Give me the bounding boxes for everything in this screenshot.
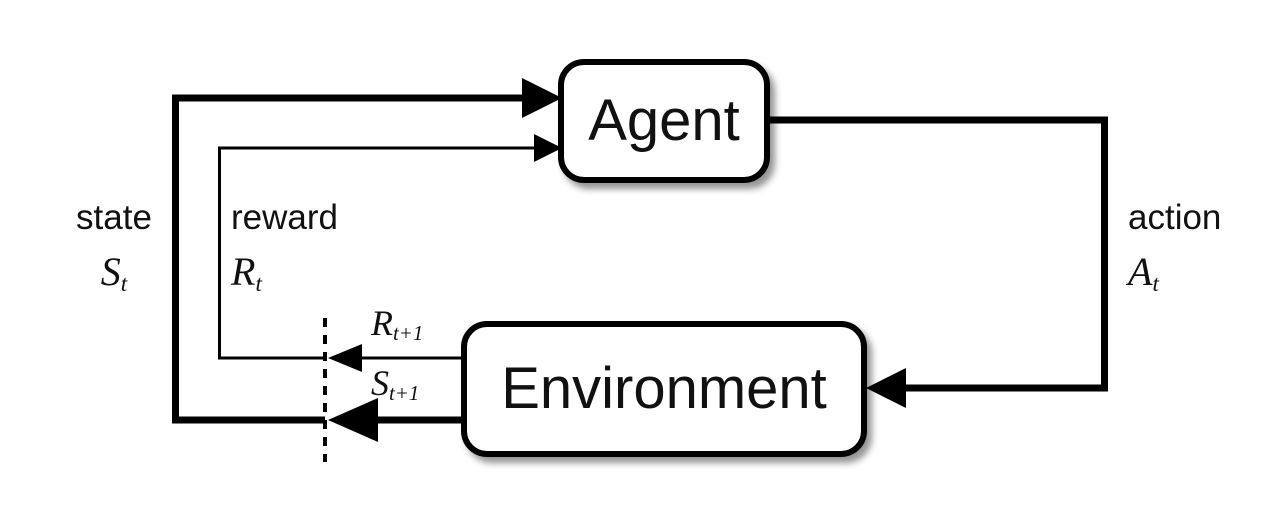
reward-edge-path (218, 134, 562, 360)
reward-next-symbol: Rt+1 (371, 303, 424, 346)
state-word: state (76, 198, 152, 237)
reward-next-edge-label: Rt+1 (371, 303, 424, 346)
action-symbol-base: A (1128, 248, 1153, 294)
state-symbol-base: S (100, 248, 121, 294)
state-edge-path (172, 78, 562, 424)
action-symbol: At (1128, 248, 1221, 296)
state-next-symbol: St+1 (371, 363, 420, 406)
state-symbol: St (62, 248, 166, 296)
reward-word: reward (231, 198, 338, 237)
reward-symbol-subscript: t (255, 271, 262, 298)
action-edge-label: action At (1128, 198, 1222, 296)
reward-next-symbol-base: R (371, 303, 393, 343)
reward-next-symbol-subscript: t+1 (393, 321, 424, 346)
state-edge-line (172, 94, 522, 424)
action-word: action (1128, 198, 1222, 237)
state-next-arrowhead-icon (328, 398, 378, 442)
reward-symbol-base: R (231, 248, 256, 294)
action-symbol-subscript: t (1152, 271, 1159, 298)
agent-node-label: Agent (588, 88, 740, 153)
state-symbol-subscript: t (120, 271, 128, 298)
action-edge-path (768, 116, 1108, 408)
action-edge-line (768, 116, 1108, 392)
state-arrowhead-icon (522, 78, 562, 118)
state-next-symbol-subscript: t+1 (389, 381, 420, 406)
state-next-symbol-base: S (371, 363, 389, 403)
reward-next-edge-path (328, 344, 463, 372)
state-next-edge-path (328, 398, 463, 442)
state-next-edge-label: St+1 (371, 363, 420, 406)
reward-edge-label: reward Rt (231, 198, 338, 296)
environment-node[interactable]: Environment (461, 321, 867, 457)
state-edge-label: state St (62, 198, 166, 296)
reward-arrowhead-icon (534, 134, 562, 162)
agent-node[interactable]: Agent (558, 59, 770, 183)
environment-node-label: Environment (501, 356, 827, 421)
reward-next-arrowhead-icon (328, 344, 362, 372)
reward-symbol: Rt (231, 248, 338, 296)
action-arrowhead-icon (866, 368, 906, 408)
reward-edge-line (218, 146, 534, 360)
